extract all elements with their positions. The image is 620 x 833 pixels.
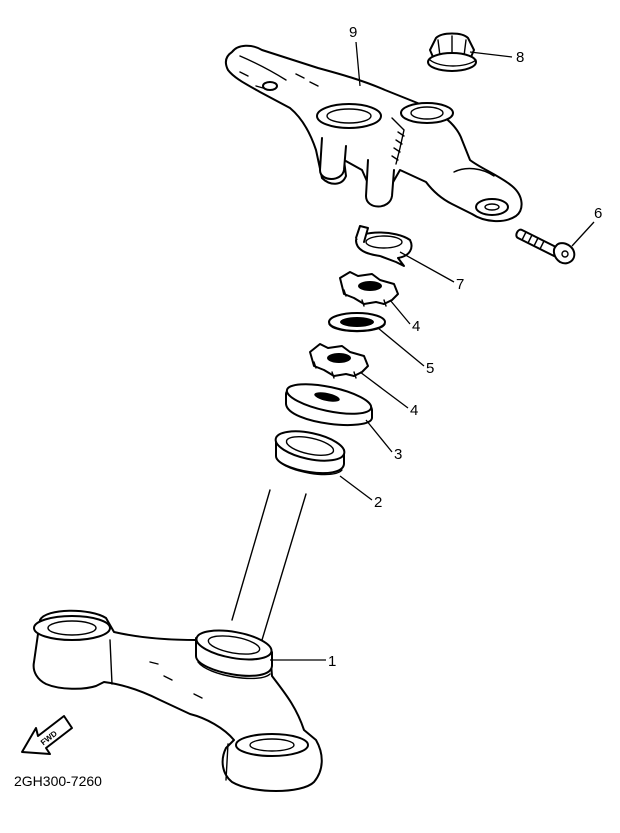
callout-9: 6 — [594, 205, 602, 222]
pinch-bolt — [515, 228, 576, 265]
callout-8: 9 — [349, 24, 357, 41]
bearing-cover — [285, 383, 373, 427]
lock-washer — [355, 225, 413, 267]
lower-bearing — [195, 629, 273, 680]
ring-nut-upper — [339, 271, 399, 307]
drawing-code: 2GH300-7260 — [14, 773, 102, 789]
callout-4-upper: 4 — [412, 318, 420, 335]
callout-3: 3 — [394, 446, 402, 463]
forward-direction-arrow: FWD — [21, 715, 73, 755]
lower-bracket — [32, 609, 323, 792]
callout-labels: 9 8 6 7 4 5 4 3 2 1 — [328, 24, 602, 670]
rubber-washer — [328, 312, 386, 333]
callout-4-lower: 4 — [410, 402, 418, 419]
callout-5: 5 — [426, 360, 434, 377]
callout-2: 2 — [374, 494, 382, 511]
ring-nut-lower — [309, 343, 369, 379]
cap-nut — [427, 32, 477, 72]
callout-7: 8 — [516, 49, 524, 66]
upper-bracket — [224, 44, 523, 222]
steering-stem-shaft — [231, 489, 307, 641]
callout-6: 7 — [456, 276, 464, 293]
callout-1: 1 — [328, 653, 336, 670]
leader-lines — [270, 41, 595, 661]
upper-bearing — [274, 430, 346, 476]
